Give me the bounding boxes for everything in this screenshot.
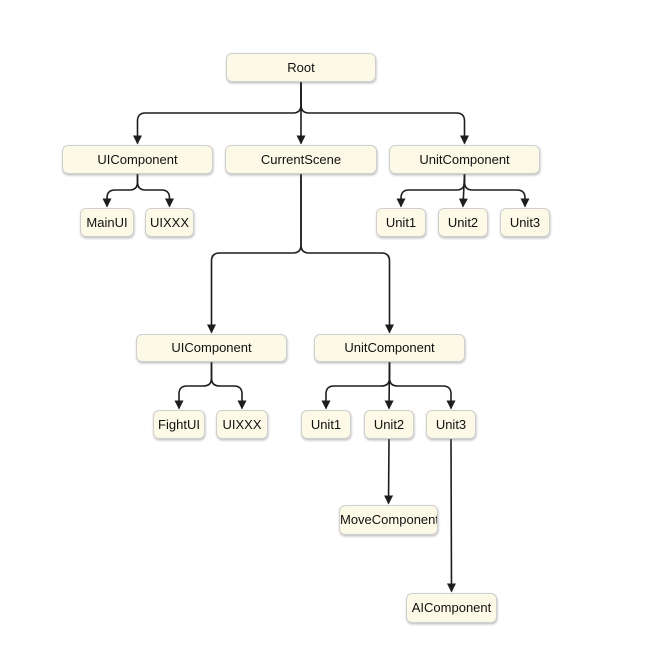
node-unit-component-1: UnitComponent [389, 145, 540, 174]
edge-unit3-b-to-ai-component [446, 438, 456, 593]
node-ui-component-2: UIComponent [136, 334, 287, 362]
edge-root-to-ui-component-1 [133, 82, 302, 145]
node-unit2-b: Unit2 [364, 410, 414, 439]
node-uixxx-1: UIXXX [145, 208, 194, 237]
edge-unit-component-1-to-unit3-a [463, 174, 530, 208]
node-unit3-a: Unit3 [500, 208, 550, 237]
edge-ui-component-2-to-fight-ui [174, 362, 213, 410]
node-unit-component-2: UnitComponent [314, 334, 465, 362]
node-unit1-a: Unit1 [376, 208, 426, 237]
edge-root-to-unit-component-1 [300, 82, 469, 145]
node-unit2-a: Unit2 [438, 208, 488, 237]
tree-edges [102, 82, 530, 593]
node-move-component: MoveComponent [339, 505, 438, 535]
edge-unit2-b-to-move-component [384, 438, 394, 505]
edge-unit-component-2-to-unit3-b [388, 362, 456, 410]
edge-ui-component-1-to-main-ui [102, 174, 139, 208]
edge-current-scene-to-unit-component-2 [300, 174, 394, 334]
node-fight-ui: FightUI [153, 410, 205, 439]
edge-current-scene-to-ui-component-2 [207, 174, 302, 334]
node-unit3-b: Unit3 [426, 410, 476, 439]
edge-ui-component-2-to-uixxx-2 [210, 362, 247, 410]
node-ai-component: AIComponent [406, 593, 497, 623]
node-root: Root [226, 53, 376, 82]
node-uixxx-2: UIXXX [216, 410, 268, 439]
node-ui-component-1: UIComponent [62, 145, 213, 174]
edge-unit-component-2-to-unit1-b [321, 362, 391, 410]
edge-unit-component-1-to-unit1-a [396, 174, 466, 208]
node-current-scene: CurrentScene [225, 145, 377, 174]
node-main-ui: MainUI [80, 208, 134, 237]
edge-ui-component-1-to-uixxx-1 [136, 174, 174, 208]
node-unit1-b: Unit1 [301, 410, 351, 439]
